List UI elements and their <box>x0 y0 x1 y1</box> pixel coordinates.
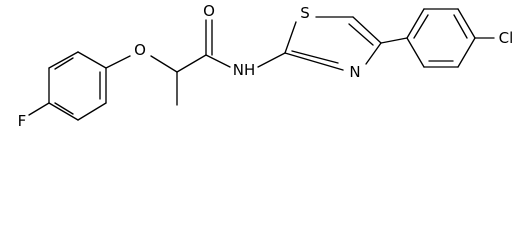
thiazole-aryl-bond <box>380 37 408 44</box>
amide-nh-label: NH <box>233 61 256 79</box>
chlorophenyl-ring <box>406 8 476 68</box>
fluorophenyl-ring <box>48 51 107 121</box>
propanamide-chain <box>150 19 286 106</box>
ether-oxygen-label: O <box>134 41 146 59</box>
c-f-bond <box>28 102 50 116</box>
thiazole-nitrogen-label: N <box>349 63 360 81</box>
aryl-o-bond <box>105 55 131 69</box>
chlorine-atom-label: Cl <box>499 29 514 47</box>
fluorine-atom-label: F <box>18 112 27 130</box>
chemical-structure-diagram: F O O NH S N Cl <box>18 2 514 130</box>
thiazole-ring <box>284 16 382 71</box>
thiazole-sulfur-label: S <box>300 4 310 22</box>
carbonyl-oxygen-label: O <box>203 2 215 20</box>
